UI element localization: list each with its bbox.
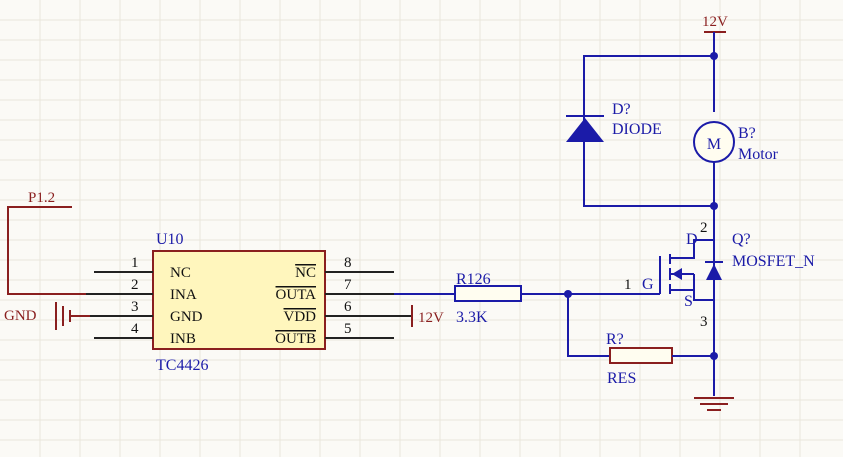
mosfet-q[interactable]: D 2 Q? MOSFET_N 1 G S 3 xyxy=(624,220,815,330)
u10-pin-8-name: NC xyxy=(295,265,316,281)
u10-pin-6-name: VDD xyxy=(284,309,317,325)
pulldown-value: RES xyxy=(607,370,636,387)
u10-pin-4-name: INB xyxy=(170,331,196,347)
gnd-symbol-bottom xyxy=(694,397,734,411)
vcc-power-label: 12V xyxy=(702,14,728,30)
drain-lead xyxy=(670,239,714,259)
mosfet-pin-1: 1 xyxy=(624,277,632,293)
mosfet-value: MOSFET_N xyxy=(732,253,815,270)
mosfet-pin-2: 2 xyxy=(700,220,708,236)
vdd-power-port: 12V xyxy=(411,305,444,327)
pulldown-resistor[interactable]: R? RES xyxy=(606,331,673,387)
mosfet-pin-3: 3 xyxy=(700,314,708,330)
u10-pin-8-num: 8 xyxy=(344,255,352,271)
r126-value: 3.3K xyxy=(456,309,488,326)
u10-pin-3-num: 3 xyxy=(131,299,139,315)
mosfet-pin-s: S xyxy=(684,293,693,310)
u10-pin-6-num: 6 xyxy=(344,299,352,315)
diode-designator: D? xyxy=(612,101,631,118)
u10-pin-4-num: 4 xyxy=(131,321,139,337)
gate-resistor-r126[interactable]: R126 3.3K xyxy=(454,271,522,326)
u10-pin-5-name: OUTB xyxy=(275,331,316,347)
input-net: P1.2 xyxy=(7,190,86,295)
u10-pin-2-name: INA xyxy=(170,287,197,303)
u10-pin-7-num: 7 xyxy=(344,277,352,293)
driver-ic-u10[interactable]: U10 TC4426 1 2 3 4 NC INA GND INB 8 7 6 … xyxy=(86,231,412,374)
u10-designator: U10 xyxy=(156,231,184,248)
u10-part: TC4426 xyxy=(156,357,208,374)
flyback-diode[interactable]: D? DIODE xyxy=(566,101,662,142)
body-arrow xyxy=(672,268,682,280)
r126-designator: R126 xyxy=(456,271,491,288)
pulldown-designator: R? xyxy=(606,331,624,348)
gnd-symbol-left: GND xyxy=(4,302,90,330)
pulldown-wire-left xyxy=(567,294,610,357)
vcc-power-port: 12V xyxy=(702,14,728,33)
source-lead xyxy=(670,289,714,301)
mosfet-pin-g: G xyxy=(642,276,654,293)
pulldown-body xyxy=(609,347,673,364)
u10-pin-7-name: OUTA xyxy=(276,287,317,303)
r126-body xyxy=(454,285,522,302)
u10-pin-3-name: GND xyxy=(170,309,203,325)
diode-value: DIODE xyxy=(612,121,662,138)
vdd-power-label: 12V xyxy=(418,310,444,326)
u10-pin-5-num: 5 xyxy=(344,321,352,337)
motor-value: Motor xyxy=(738,146,779,163)
u10-body xyxy=(152,250,326,350)
input-wire xyxy=(7,206,86,295)
u10-pin-1-num: 1 xyxy=(131,255,139,271)
gnd-label: GND xyxy=(4,308,37,324)
mosfet-pin-d: D xyxy=(686,231,698,248)
motor-symbol: M xyxy=(707,136,721,153)
motor[interactable]: M B? Motor xyxy=(693,121,779,163)
diode-triangle xyxy=(566,118,604,142)
body-diode-triangle xyxy=(706,264,722,280)
u10-pin-2-num: 2 xyxy=(131,277,139,293)
motor-designator: B? xyxy=(738,125,756,142)
mosfet-designator: Q? xyxy=(732,231,751,248)
u10-pin-1-name: NC xyxy=(170,265,191,281)
net-label-p1-2: P1.2 xyxy=(28,190,55,206)
